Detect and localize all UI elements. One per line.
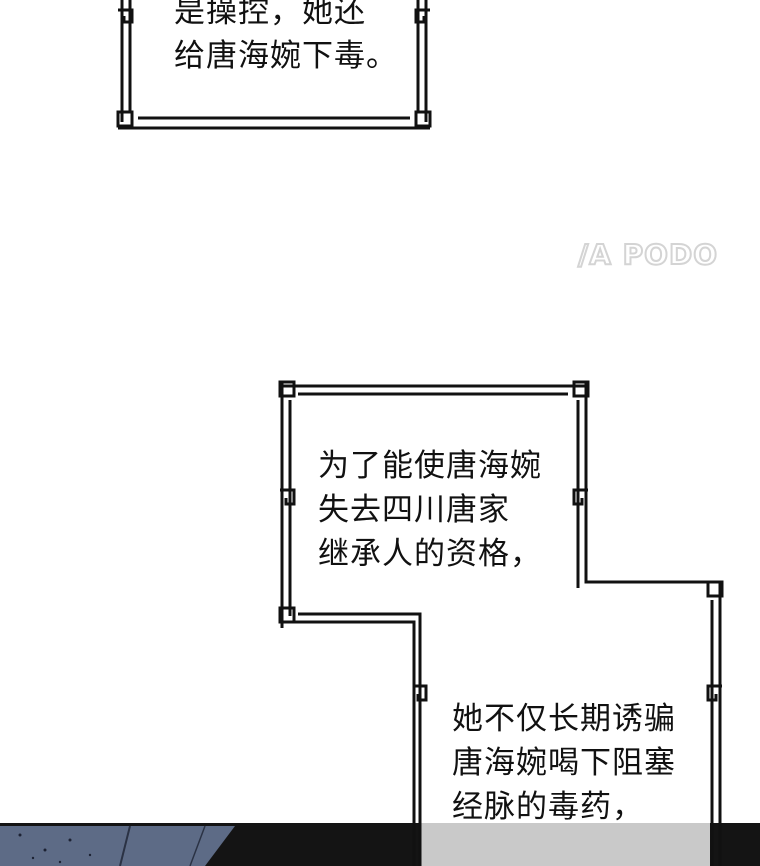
caption-line: 是操控，她还 [174, 0, 366, 30]
caption-line: 唐海婉喝下阻塞 [452, 745, 676, 781]
caption-line: 给唐海婉下毒。 [174, 38, 398, 74]
caption-line: 失去四川唐家 [318, 492, 510, 528]
middle-caption: 为了能使唐海婉 失去四川唐家 继承人的资格， [318, 444, 542, 576]
top-caption: 是操控，她还 给唐海婉下毒。 [174, 0, 398, 78]
podo-watermark: /A PODO [577, 237, 719, 272]
middle-caption-frame [278, 380, 724, 866]
caption-line: 经脉的毒药， [452, 789, 644, 825]
top-caption-frame [116, 0, 432, 130]
caption-line: 为了能使唐海婉 [318, 448, 542, 484]
caption-line: 她不仅长期诱骗 [452, 701, 676, 737]
caption-line: 继承人的资格， [318, 536, 542, 572]
bottom-caption: 她不仅长期诱骗 唐海婉喝下阻塞 经脉的毒药， [452, 697, 676, 829]
